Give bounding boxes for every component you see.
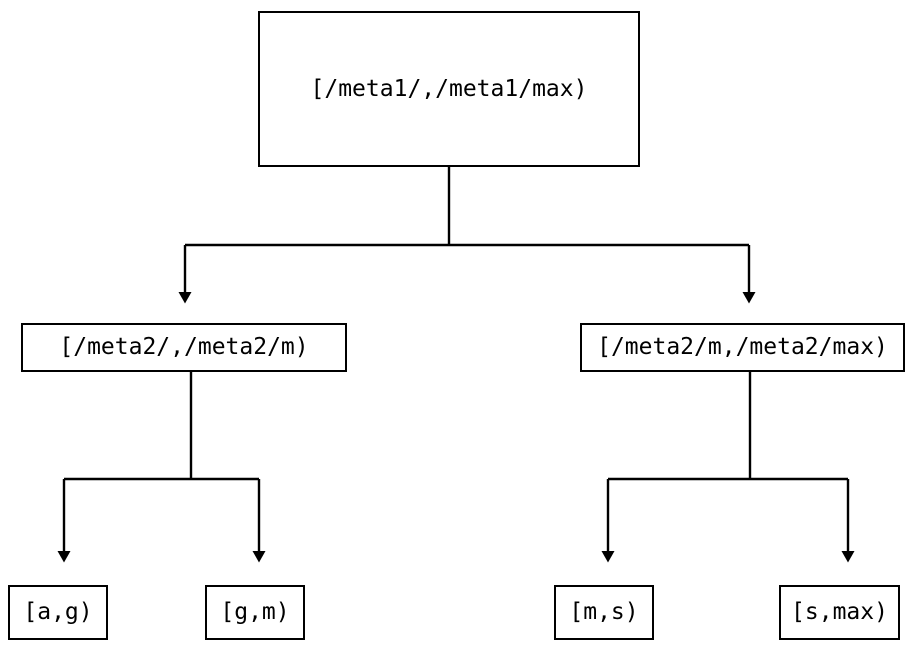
node-mid-left[interactable]: [/meta2/,/meta2/m) — [21, 323, 347, 372]
edge-root-to-mid-group — [178, 167, 756, 304]
arrowhead-midright-to-leaf-4-icon — [841, 551, 855, 563]
arrowhead-midleft-to-leaf-2-icon — [252, 551, 266, 563]
arrowhead-midleft-to-leaf-1-icon — [57, 551, 71, 563]
node-leaf-3[interactable]: [m,s) — [554, 585, 654, 640]
node-mid-left-label: [/meta2/,/meta2/m) — [59, 334, 309, 360]
arrowhead-root-to-mid-left-icon — [178, 292, 192, 304]
arrowhead-midright-to-leaf-3-icon — [601, 551, 615, 563]
node-root-label: [/meta1/,/meta1/max) — [310, 75, 588, 102]
node-leaf-2-label: [g,m) — [220, 599, 290, 625]
edge-midleft-to-leaves-group — [57, 372, 266, 563]
node-mid-right-label: [/meta2/m,/meta2/max) — [597, 334, 888, 360]
node-leaf-1-label: [a,g) — [23, 599, 93, 625]
node-leaf-1[interactable]: [a,g) — [8, 585, 108, 640]
node-leaf-4-label: [s,max) — [791, 599, 888, 625]
node-root[interactable]: [/meta1/,/meta1/max) — [258, 11, 640, 167]
node-leaf-4[interactable]: [s,max) — [779, 585, 900, 640]
arrowhead-root-to-mid-right-icon — [742, 292, 756, 304]
node-leaf-3-label: [m,s) — [569, 599, 639, 625]
node-mid-right[interactable]: [/meta2/m,/meta2/max) — [580, 323, 905, 372]
edge-midright-to-leaves-group — [601, 372, 855, 563]
node-leaf-2[interactable]: [g,m) — [205, 585, 305, 640]
